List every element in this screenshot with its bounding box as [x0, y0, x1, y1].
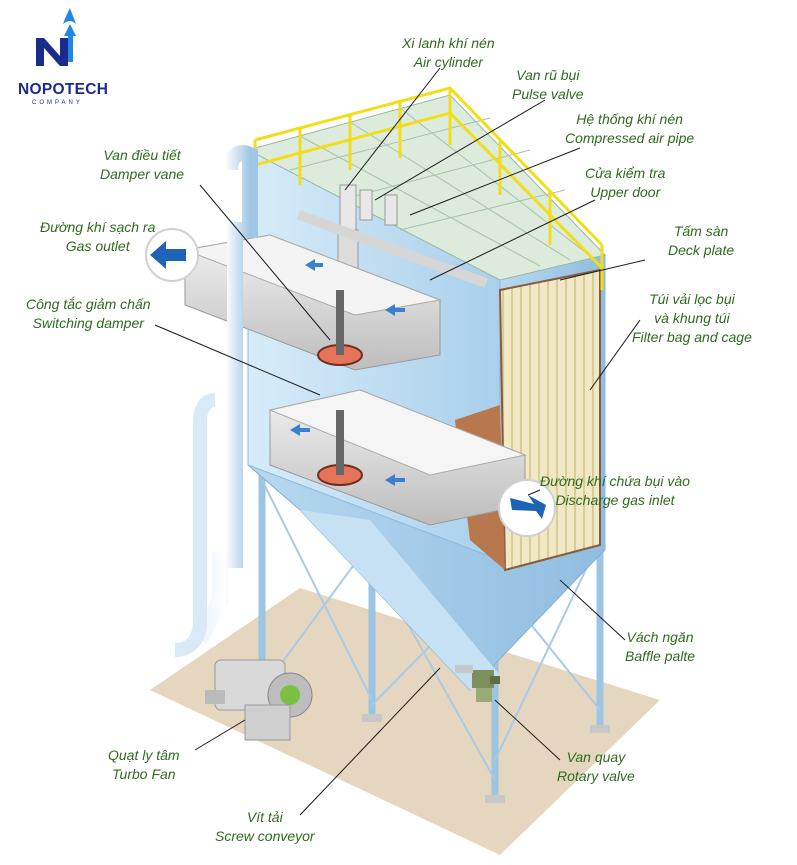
label-damper-vane: Van điều tiết Damper vane [100, 146, 184, 184]
label-screw-conveyor: Vít tải Screw conveyor [215, 808, 315, 846]
label-screw-conveyor-en: Screw conveyor [215, 828, 315, 844]
label-gas-inlet-vi: Đường khí chứa bụi vào [540, 473, 690, 489]
label-gas-outlet-en: Gas outlet [65, 238, 130, 254]
label-damper-vane-vi: Van điều tiết [103, 147, 181, 163]
label-turbo-fan-vi: Quạt ly tâm [108, 747, 180, 763]
deck-grid [289, 107, 591, 267]
label-gas-outlet-vi: Đường khí sạch ra [40, 219, 156, 235]
label-air-cylinder-vi: Xi lanh khí nén [402, 35, 495, 51]
brand-subtitle: COMPANY [32, 100, 83, 106]
fan-supply-pipe [174, 393, 216, 657]
label-gas-inlet: Đường khí chứa bụi vào Discharge gas inl… [540, 472, 690, 510]
label-baffle-plate: Vách ngăn Baffle palte [625, 628, 695, 666]
label-upper-door: Cửa kiểm tra Upper door [585, 164, 665, 202]
turbo-fan-shape [205, 659, 313, 741]
label-compressed-air-pipe-vi: Hệ thống khí nén [576, 111, 683, 127]
label-pulse-valve-en: Pulse valve [512, 86, 584, 102]
label-air-cylinder: Xi lanh khí nén Air cylinder [402, 34, 495, 72]
label-filter-bag-en: Filter bag and cage [632, 329, 752, 345]
rotary-valve-shape [472, 670, 500, 702]
label-screw-conveyor-vi: Vít tải [246, 809, 283, 825]
label-compressed-air-pipe: Hệ thống khí nén Compressed air pipe [565, 110, 694, 148]
label-turbo-fan-en: Turbo Fan [112, 766, 176, 782]
floor-slab [150, 588, 660, 855]
label-turbo-fan: Quạt ly tâm Turbo Fan [108, 746, 180, 784]
label-filter-bag: Túi vải lọc bụi và khung túi Filter bag … [632, 290, 752, 347]
nopotech-logo: NOPOTECH COMPANY [8, 6, 120, 110]
label-filter-bag-vi: Túi vải lọc bụi [649, 291, 735, 307]
label-gas-inlet-en: Discharge gas inlet [555, 492, 675, 508]
nopotech-logo-mark [36, 8, 76, 66]
label-baffle-plate-vi: Vách ngăn [626, 629, 694, 645]
gas-inlet-arrow-icon [510, 495, 546, 519]
label-baffle-plate-en: Baffle palte [625, 648, 696, 664]
brand-name: NOPOTECH [18, 81, 109, 98]
leader-lines [154, 67, 646, 816]
screw-conveyor-shape [455, 665, 473, 673]
safety-railing [253, 86, 604, 290]
label-deck-plate: Tấm sàn Deck plate [668, 222, 734, 260]
hopper-front [300, 510, 500, 690]
label-compressed-air-pipe-en: Compressed air pipe [565, 130, 695, 146]
damper-discs [317, 290, 363, 486]
label-upper-door-en: Upper door [590, 184, 661, 200]
stack-pipe [192, 145, 258, 644]
deck-plate-shape [246, 94, 606, 281]
label-filter-bag-vi2: và khung túi [654, 310, 730, 326]
internal-flow-arrows [290, 259, 405, 486]
label-rotary-valve: Van quay Rotary valve [557, 748, 635, 786]
label-pulse-valve: Van rũ bụi Pulse valve [512, 66, 584, 104]
compressed-air-header [296, 210, 488, 288]
label-damper-vane-en: Damper vane [100, 166, 185, 182]
label-deck-plate-vi: Tấm sàn [673, 223, 729, 239]
label-switching-damper: Công tắc giảm chấn Switching damper [26, 295, 151, 333]
label-air-cylinder-en: Air cylinder [413, 54, 483, 70]
label-upper-door-vi: Cửa kiểm tra [585, 165, 666, 181]
gas-outlet-arrow-icon [150, 241, 186, 269]
label-gas-outlet: Đường khí sạch ra Gas outlet [40, 218, 155, 256]
inlet-duct-top [268, 389, 527, 476]
label-deck-plate-en: Deck plate [668, 242, 735, 258]
label-rotary-valve-en: Rotary valve [557, 768, 635, 784]
label-switching-damper-vi: Công tắc giảm chấn [26, 296, 151, 312]
label-rotary-valve-vi: Van quay [566, 749, 626, 765]
label-pulse-valve-vi: Van rũ bụi [516, 67, 580, 83]
label-switching-damper-en: Switching damper [32, 315, 144, 331]
